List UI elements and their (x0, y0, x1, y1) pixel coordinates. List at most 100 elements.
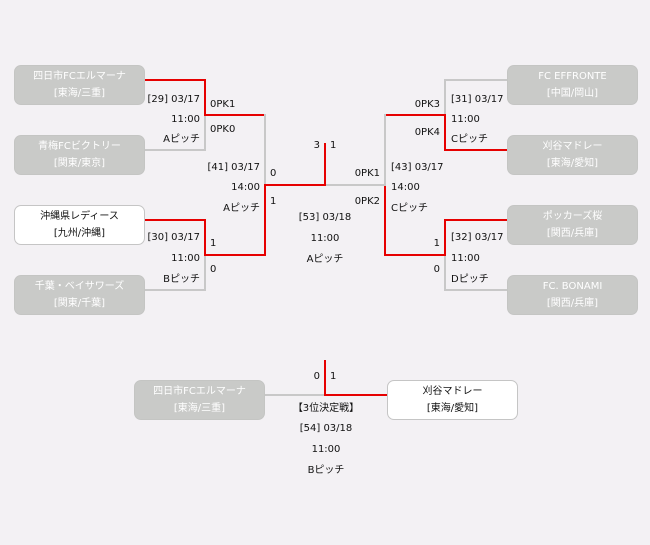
team-region: [中国/岡山] (546, 88, 599, 99)
bracket-line (145, 219, 206, 221)
team-box-kariya[interactable]: 刈谷マドレー [東海/愛知] (507, 135, 638, 175)
bracket-line (324, 143, 326, 186)
match-pitch: Cピッチ (391, 203, 428, 214)
bracket-line (445, 219, 507, 221)
bracket-line (145, 149, 206, 151)
team-box-ome[interactable]: 青梅FCビクトリー [関東/東京] (14, 135, 145, 175)
match-time: 11:00 (451, 253, 480, 264)
team-name: FC EFFRONTE (538, 71, 607, 82)
third-place-team-left[interactable]: 四日市FCエルマーナ [東海/三重] (134, 380, 265, 420)
team-name: 沖縄県レディース (40, 211, 119, 222)
team-name: 刈谷マドレー (422, 386, 483, 397)
match-score: 0 (270, 168, 277, 179)
team-box-yokkaichi[interactable]: 四日市FCエルマーナ [東海/三重] (14, 65, 145, 105)
bracket-line (445, 149, 507, 151)
match-score: 0PK1 (210, 99, 236, 110)
match-score: 1 (270, 196, 277, 207)
match-time: 11:00 (310, 233, 340, 244)
team-region: [関東/東京] (53, 158, 106, 169)
final-score-right: 1 (330, 140, 337, 151)
match-id-date: [53] 03/18 (298, 212, 352, 223)
bracket-line (264, 114, 266, 185)
team-name: 四日市FCエルマーナ (153, 386, 246, 397)
third-score-right: 1 (330, 371, 337, 382)
bracket-line (445, 289, 507, 291)
bracket-line (444, 114, 446, 151)
bracket-line (445, 79, 507, 81)
match-id-date: [29] 03/17 (147, 94, 200, 105)
match-time: 11:00 (311, 444, 341, 455)
bracket-line (264, 184, 326, 186)
bracket-line (204, 219, 206, 255)
bracket-line (324, 394, 387, 396)
team-region: [関西/兵庫] (546, 228, 599, 239)
team-name: 千葉・ベイサワーズ (34, 281, 125, 292)
third-score-left: 0 (313, 371, 320, 382)
match-score: 0PK4 (414, 127, 440, 138)
match-time: 14:00 (391, 182, 420, 193)
match-score: 0 (210, 264, 217, 275)
team-region: [関西/兵庫] (546, 298, 599, 309)
team-box-bonami[interactable]: FC. BONAMI [関西/兵庫] (507, 275, 638, 315)
team-name: 刈谷マドレー (542, 141, 603, 152)
team-region: [関東/千葉] (53, 298, 106, 309)
team-name: ポッカーズ桜 (542, 211, 603, 222)
match-id-date: [31] 03/17 (451, 94, 504, 105)
bracket-line (444, 255, 446, 291)
match-pitch: Dピッチ (451, 274, 489, 285)
third-place-title: 【3位決定戦】 (292, 403, 360, 414)
bracket-line (444, 219, 446, 255)
match-score: 0PK0 (210, 124, 236, 135)
match-score: 0PK1 (354, 168, 380, 179)
match-time: 14:00 (231, 182, 260, 193)
match-id-date: [32] 03/17 (451, 232, 504, 243)
match-score: 0PK3 (414, 99, 440, 110)
bracket-line (204, 255, 206, 291)
team-name: FC. BONAMI (542, 281, 603, 292)
match-time: 11:00 (171, 114, 200, 125)
bracket-line (384, 114, 386, 185)
team-name: 四日市FCエルマーナ (33, 71, 126, 82)
team-box-pokkers[interactable]: ポッカーズ桜 [関西/兵庫] (507, 205, 638, 245)
bracket-line (204, 114, 266, 116)
team-region: [東海/三重] (173, 403, 226, 414)
bracket-line (204, 115, 206, 151)
bracket-line (384, 254, 446, 256)
team-region: [東海/愛知] (546, 158, 599, 169)
match-score: 0 (433, 264, 440, 275)
bracket-line (384, 114, 446, 116)
bracket-line (204, 254, 266, 256)
bracket-line (204, 79, 206, 115)
match-id-date: [54] 03/18 (299, 423, 353, 434)
bracket-line (145, 289, 206, 291)
match-pitch: Bピッチ (307, 465, 345, 476)
match-pitch: Cピッチ (451, 134, 488, 145)
match-id-date: [41] 03/17 (207, 162, 260, 173)
team-region: [東海/三重] (53, 88, 106, 99)
final-score-left: 3 (313, 140, 320, 151)
bracket-line (265, 394, 326, 396)
bracket-line (145, 79, 206, 81)
match-pitch: Aピッチ (163, 134, 200, 145)
team-name: 青梅FCビクトリー (38, 141, 121, 152)
match-score: 1 (210, 238, 217, 249)
team-region: [東海/愛知] (426, 403, 479, 414)
bracket-line (444, 79, 446, 115)
match-score: 0PK2 (354, 196, 380, 207)
match-score: 1 (433, 238, 440, 249)
match-id-date: [30] 03/17 (147, 232, 200, 243)
bracket-line (326, 184, 386, 186)
team-box-okinawa[interactable]: 沖縄県レディース [九州/沖縄] (14, 205, 145, 245)
match-time: 11:00 (171, 253, 200, 264)
team-box-effronte[interactable]: FC EFFRONTE [中国/岡山] (507, 65, 638, 105)
match-id-date: [43] 03/17 (391, 162, 444, 173)
bracket-line (264, 184, 266, 256)
match-time: 11:00 (451, 114, 480, 125)
match-pitch: Aピッチ (223, 203, 260, 214)
bracket-line (384, 184, 386, 256)
team-region: [九州/沖縄] (53, 228, 106, 239)
team-box-chiba[interactable]: 千葉・ベイサワーズ [関東/千葉] (14, 275, 145, 315)
third-place-team-right[interactable]: 刈谷マドレー [東海/愛知] (387, 380, 518, 420)
bracket-line (324, 360, 326, 396)
match-pitch: Bピッチ (163, 274, 200, 285)
